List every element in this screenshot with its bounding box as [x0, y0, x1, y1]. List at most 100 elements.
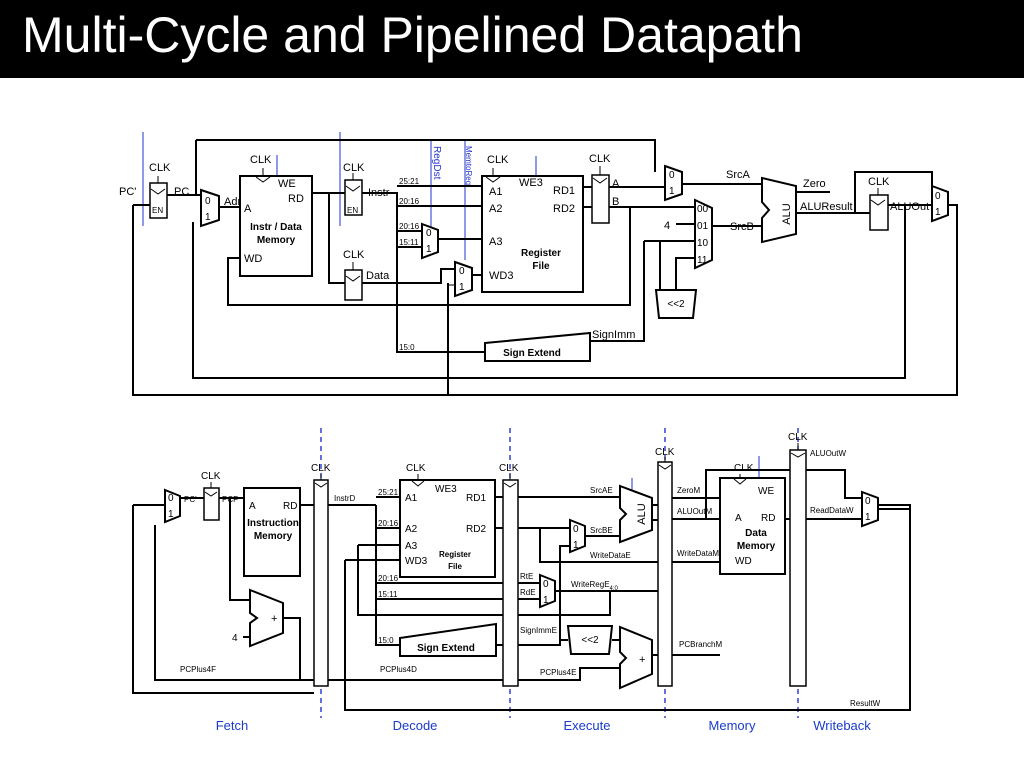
regfile-rd2-label: RD2: [553, 203, 575, 215]
writedata-wire: [227, 207, 631, 306]
reg-b-label: B: [612, 196, 619, 208]
pipe-memtoreg-mux: [861, 490, 879, 528]
pipe-regfile-clk-label: CLK: [406, 463, 426, 474]
srcb-mux: [694, 198, 713, 270]
dmem-we-label: WE: [758, 486, 774, 497]
imem-name-line2: Memory: [254, 531, 293, 542]
pc-en-label: EN: [152, 206, 163, 215]
pcf-to-adder-wire: [229, 498, 250, 601]
pcsrc-mux-1: 1: [935, 207, 941, 218]
aluout-clock-triangle: [870, 199, 886, 206]
dmem-clk-label: CLK: [734, 463, 754, 474]
adr-label: Adr: [224, 196, 241, 208]
writerege-label: WriteRegE4:0: [571, 580, 619, 592]
ir-en-label: EN: [347, 206, 358, 215]
regfile-clock-triangle: [485, 176, 501, 183]
memwb-clk-label: CLK: [788, 432, 808, 443]
pipe-field-1511: 15:11: [378, 590, 398, 599]
pc-to-srca-wire: [196, 139, 656, 172]
pc-label: PC: [174, 186, 189, 198]
ifid-clk-label: CLK: [311, 463, 331, 474]
pipe-four-label: 4: [232, 633, 238, 644]
pcplus4e-wire: [518, 667, 620, 681]
signimm-up-wire: [590, 241, 645, 342]
mem-rd-label: RD: [288, 193, 304, 205]
zero-label: Zero: [803, 178, 826, 190]
pipe-alu-label: ALU: [636, 503, 648, 524]
pipe-signext-label: Sign Extend: [417, 643, 475, 654]
srca-mux: [664, 164, 683, 202]
stage-memory: Memory: [709, 718, 756, 733]
pcf-clk-label: CLK: [201, 471, 221, 482]
register-file: [481, 175, 584, 293]
ir-clock-triangle: [345, 185, 361, 192]
stage-writeback: Writeback: [813, 718, 871, 733]
signimme-wire: [518, 545, 570, 646]
instrd-bus-wire: [375, 505, 400, 646]
instr-label: Instr: [368, 187, 390, 199]
regfile-we3-label: WE3: [519, 177, 543, 189]
pipe-srcb-mux-1: 1: [573, 540, 579, 551]
pcf-label: PCF: [222, 495, 238, 504]
dmem-name-line2: Memory: [737, 541, 776, 552]
pcplus4f-label: PCPlus4F: [180, 665, 216, 674]
pipe-regfile-wd3: WD3: [405, 556, 428, 567]
dmem-rd-label: RD: [761, 513, 775, 524]
dmem-wd-label: WD: [735, 556, 752, 567]
pc-clock-triangle: [150, 188, 166, 195]
memwb-clock-triangle: [790, 452, 806, 458]
srcbe-label: SrcBE: [590, 526, 613, 535]
pipe-regfile-clock-triangle: [411, 480, 425, 487]
memtoreg-mux: [454, 260, 473, 298]
page-title: Multi-Cycle and Pipelined Datapath: [22, 7, 803, 63]
mem-name-line1: Instr / Data: [250, 222, 302, 233]
pipe-regfile-rd2: RD2: [466, 524, 486, 535]
pipe-srcb-mux: [569, 518, 586, 554]
aluout-clk-label: CLK: [868, 176, 890, 188]
pipe-regfile-we3: WE3: [435, 484, 457, 495]
iord-mux-0: 0: [205, 196, 211, 207]
exmem-clk-label: CLK: [655, 447, 675, 458]
imem-rd-label: RD: [283, 501, 297, 512]
readdataw-label: ReadDataW: [810, 506, 854, 515]
multicycle-datapath: CLK EN PC' PC 0 1 Adr CLK WE A RD WD Ins…: [119, 132, 958, 396]
reg-a-label: A: [612, 178, 620, 190]
srcb-mux-00: 00: [697, 204, 709, 215]
pipe-srcb-mux-0: 0: [573, 524, 579, 535]
writerege-main: WriteRegE: [571, 580, 610, 589]
idex-clock-triangle: [503, 482, 517, 488]
aluresult-bypass-wire: [854, 171, 933, 213]
pcplus4f-wire: [154, 525, 314, 681]
srca-label: SrcA: [726, 169, 751, 181]
four-label: 4: [664, 220, 670, 232]
ab-clock-triangle: [592, 177, 608, 184]
imem-name-line1: Instruction: [247, 518, 299, 529]
idex-pipeline-register: [502, 479, 519, 687]
field-2016a-label: 20:16: [399, 197, 420, 206]
data-label: Data: [366, 270, 390, 282]
aluoutw-label: ALUOutW: [810, 449, 846, 458]
imem-a-label: A: [249, 501, 256, 512]
rde-label: RdE: [520, 588, 536, 597]
pc-clk-label: CLK: [149, 162, 171, 174]
pipe-shift-label: <<2: [581, 635, 599, 646]
pipe-pcprime-label: PC': [184, 495, 197, 504]
regfile-clk-label: CLK: [487, 154, 509, 166]
idex-clk-label: CLK: [499, 463, 519, 474]
data-memory: [719, 477, 786, 575]
mem-clock-triangle: [255, 176, 271, 183]
memtoreg-label: MemtoReg: [464, 146, 473, 185]
mem-name-line2: Memory: [257, 235, 296, 246]
mem-wd-label: WD: [244, 253, 262, 265]
aluoutm-label: ALUOutM: [677, 507, 712, 516]
pipe-regfile-a2: A2: [405, 524, 418, 535]
aluout-label: ALUOut: [890, 201, 929, 213]
shift-label: <<2: [667, 299, 685, 310]
pipe-alu: [619, 484, 653, 544]
pcsrc-mux: [931, 184, 949, 223]
ifid-pipeline-register: [313, 479, 329, 687]
srcb-mux-10: 10: [697, 238, 709, 249]
srcb-mux-11: 11: [697, 255, 708, 266]
zerom-label: ZeroM: [677, 486, 700, 495]
dmem-name-line1: Data: [745, 528, 767, 539]
